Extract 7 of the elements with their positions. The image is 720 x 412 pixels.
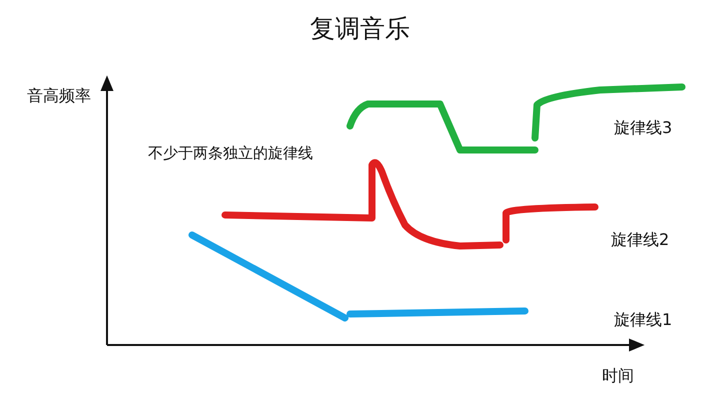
line-label: 旋律线3: [614, 118, 672, 139]
annotation: 不少于两条独立的旋律线: [148, 144, 313, 163]
line-label: 旋律线1: [614, 310, 672, 331]
line-label: 旋律线2: [611, 230, 670, 251]
x-axis-label: 时间: [602, 366, 634, 387]
title: 复调音乐: [309, 13, 411, 45]
y-axis-label: 音高频率: [27, 86, 91, 107]
